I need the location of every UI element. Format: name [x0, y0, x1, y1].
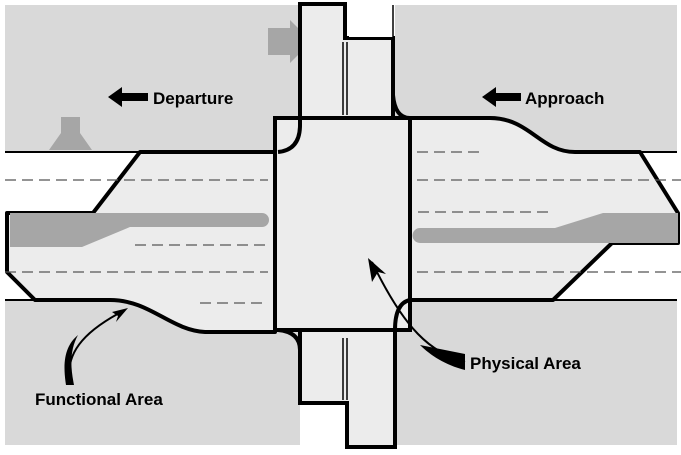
- physical-area: [273, 116, 412, 332]
- lane-markings: [5, 151, 681, 304]
- functional-area-label: Functional Area: [35, 390, 163, 409]
- median-east: [412, 213, 678, 243]
- sign-marker-left: [49, 117, 92, 150]
- land-top-right: [395, 5, 677, 152]
- sign-marker-top: [268, 20, 298, 63]
- approach-arrow-icon: [482, 87, 521, 107]
- functional-area-west: [5, 150, 277, 334]
- median-west: [10, 213, 269, 247]
- physical-area-label: Physical Area: [470, 354, 581, 373]
- land-bottom-right: [395, 300, 677, 445]
- approach-label: Approach: [525, 89, 604, 108]
- land-bottom-left: [5, 300, 300, 445]
- land-top-left: [5, 5, 300, 152]
- departure-arrow-icon: [108, 87, 148, 107]
- departure-label: Departure: [153, 89, 233, 108]
